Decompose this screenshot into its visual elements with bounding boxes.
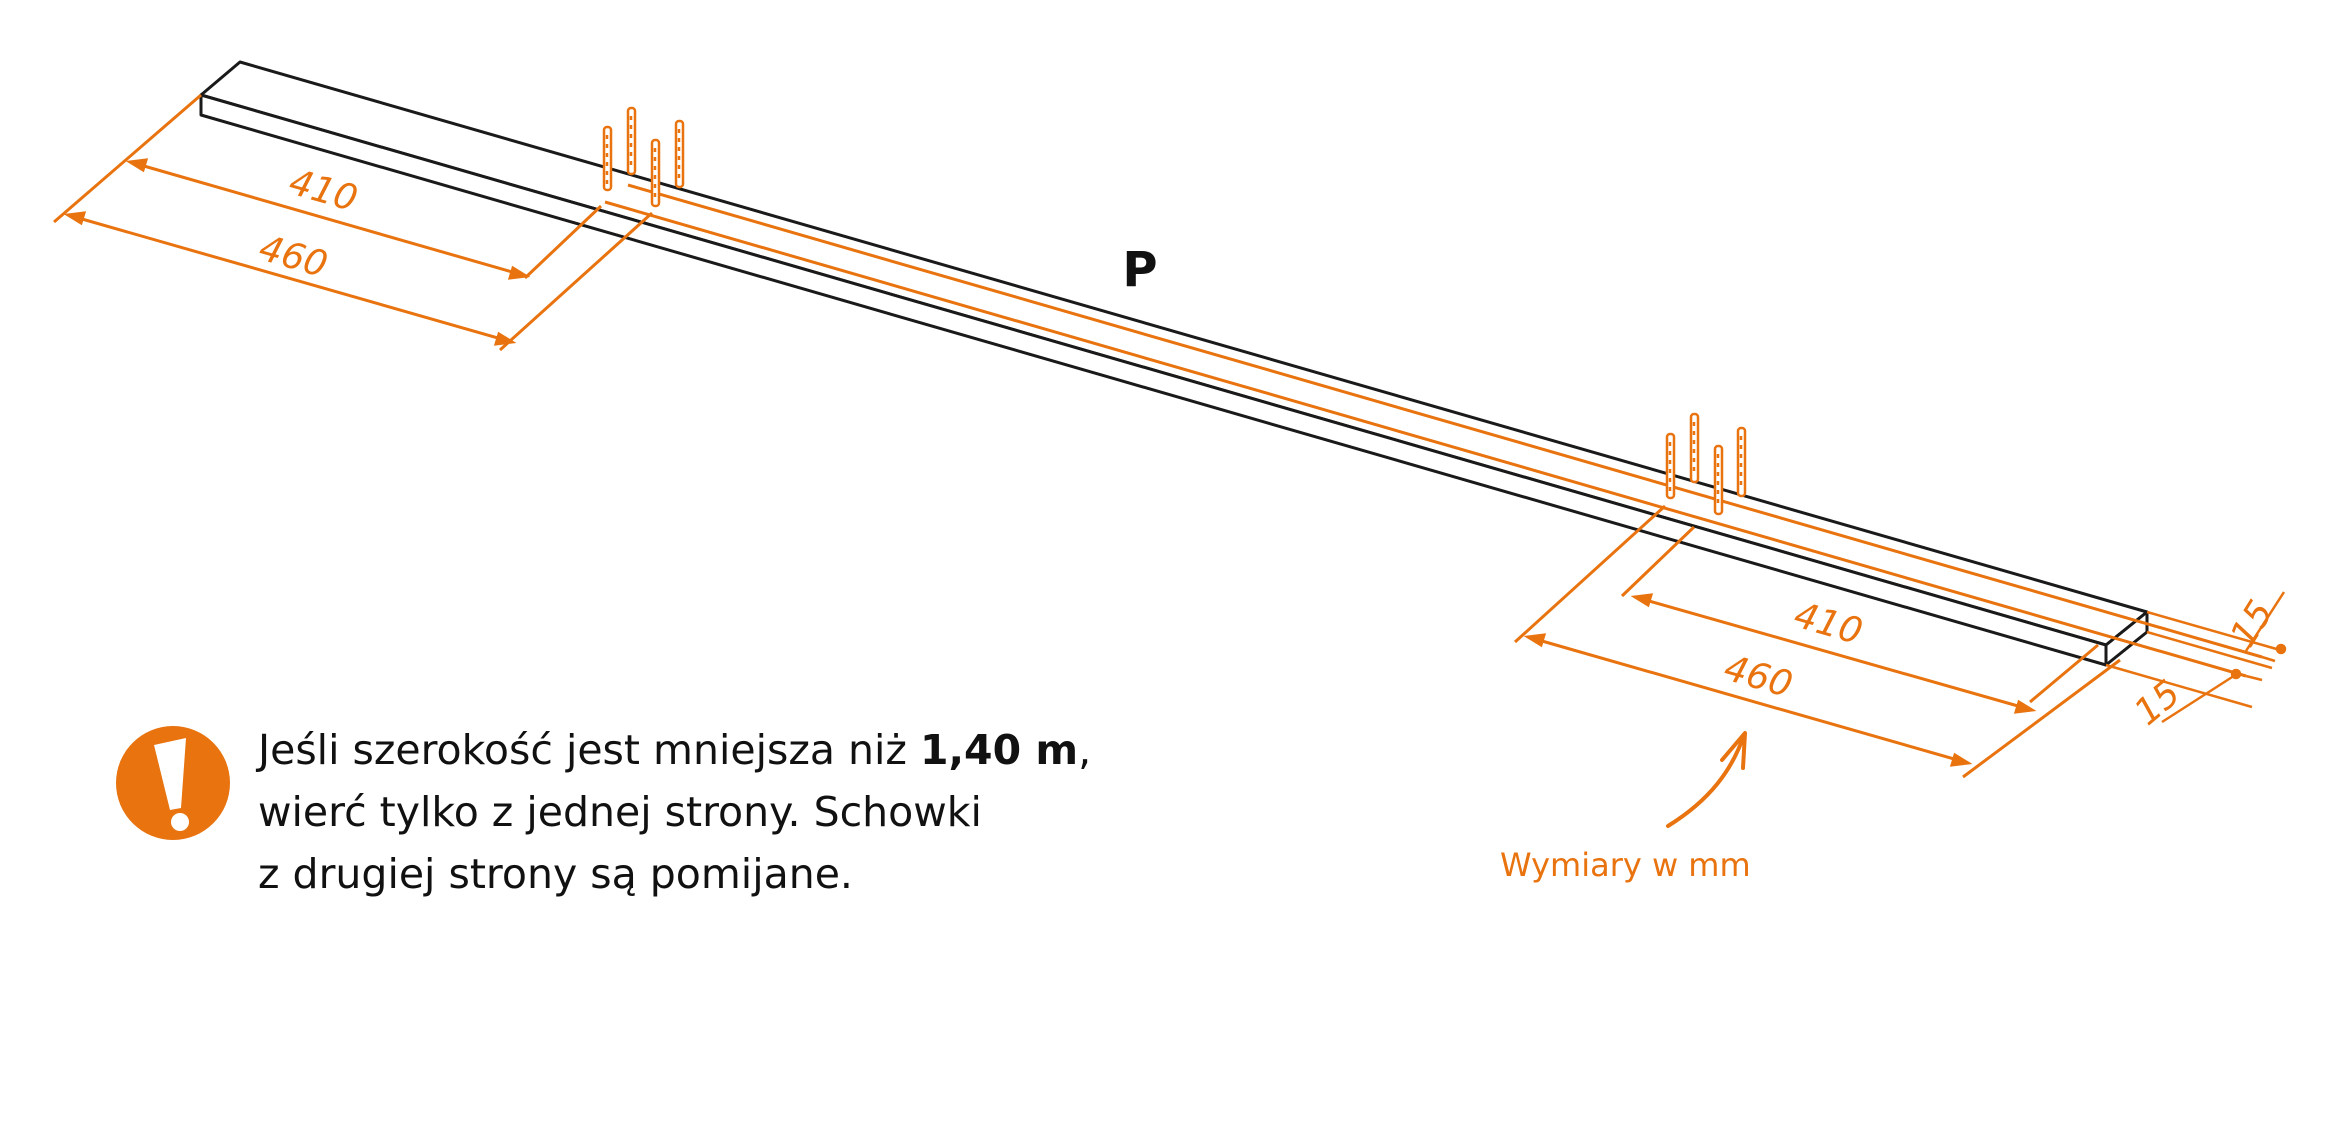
dim-line-left-460 — [67, 213, 513, 344]
units-note: Wymiary w mm — [1500, 846, 1751, 884]
warning-line-3: z drugiej strony są pomijane. — [258, 850, 853, 898]
board-top-face — [199, 60, 2149, 647]
dowel-group-right — [1665, 412, 1747, 516]
drill-line-lower — [604, 200, 2247, 678]
dimensions-right — [1513, 504, 2121, 779]
board — [199, 60, 2149, 667]
dimensions-edge — [2105, 591, 2287, 724]
dim-label-edge-top: 15 — [2223, 594, 2282, 655]
dowel-group-left — [602, 106, 685, 208]
exclamation-icon — [116, 726, 230, 840]
dimensions-left — [53, 93, 654, 352]
dowel — [650, 138, 661, 208]
board-front-face — [199, 93, 2108, 667]
part-label: P — [1122, 242, 1157, 298]
drill-lines — [604, 183, 2263, 678]
dim-label-edge-bottom: 15 — [2127, 673, 2188, 734]
dowel — [626, 106, 637, 176]
warning-line-2: wierć tylko z jednej strony. Schowki — [258, 788, 982, 836]
dim-line-right-460 — [1527, 635, 1969, 765]
dim-line-left-410 — [129, 160, 527, 278]
dim-line-right-410 — [1634, 595, 2033, 712]
dim-label-left-460: 460 — [254, 228, 331, 286]
warning-line-1: Jeśli szerokość jest mniejsza niż 1,40 m… — [255, 726, 1091, 774]
pointer-arrow — [1666, 731, 1747, 828]
drill-line-upper — [627, 183, 2263, 659]
dowel — [674, 119, 685, 189]
dim-label-right-460: 460 — [1719, 648, 1796, 706]
